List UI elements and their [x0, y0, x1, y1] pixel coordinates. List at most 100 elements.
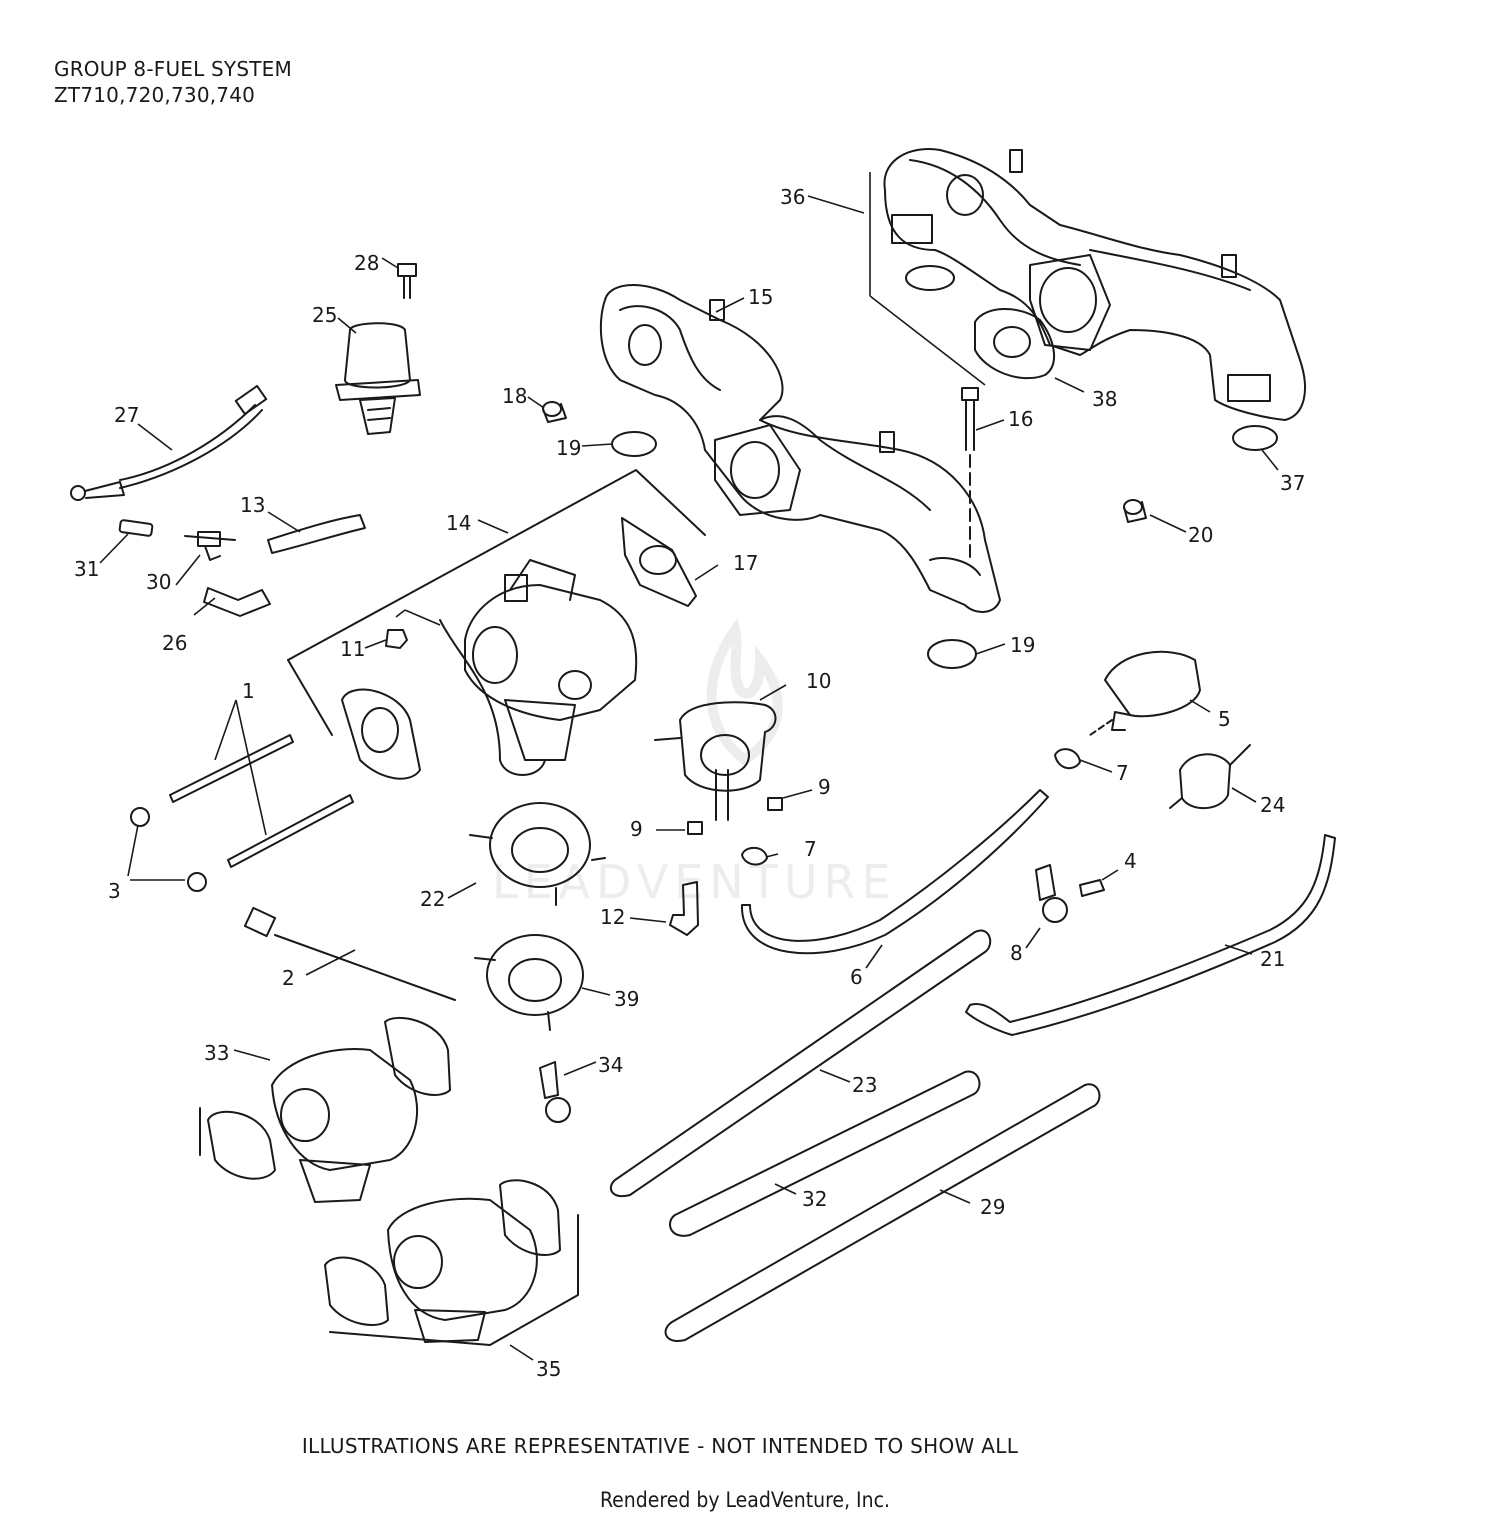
watermark: LEADVENTURE: [492, 855, 897, 909]
callout-37: 37: [1280, 471, 1305, 495]
seal-37: [1232, 425, 1278, 451]
intake-manifold-36: [883, 148, 1306, 421]
watermark-flame-icon: [706, 618, 783, 767]
sleeve-31: [118, 519, 154, 537]
studs-1: [169, 734, 354, 868]
gasket-33-right: [384, 1016, 451, 1096]
callout-19-upper: 19: [556, 436, 581, 460]
elbow-12: [669, 881, 699, 936]
callout-27: 27: [114, 403, 139, 427]
gasket-35-right: [499, 1179, 561, 1256]
credit-text: Rendered by LeadVenture, Inc.: [600, 1488, 890, 1512]
nut-3-upper: [130, 807, 150, 827]
clamp-7-lower: [741, 846, 768, 866]
callout-6: 6: [850, 965, 863, 989]
screw-9-right: [767, 797, 783, 811]
callout-35: 35: [536, 1357, 561, 1381]
bushing-20: [1123, 499, 1147, 523]
callout-24: 24: [1260, 793, 1285, 817]
clamp-7-upper: [1054, 748, 1081, 770]
callout-1: 1: [242, 679, 255, 703]
callout-21: 21: [1260, 947, 1285, 971]
callout-22: 22: [420, 887, 445, 911]
callout-8: 8: [1010, 941, 1023, 965]
callout-23: 23: [852, 1073, 877, 1097]
callout-5: 5: [1218, 707, 1231, 731]
screw-4: [1079, 879, 1105, 897]
callout-20: 20: [1188, 523, 1213, 547]
carburetor-33: [271, 1048, 418, 1203]
seal-19-upper: [611, 431, 657, 457]
callout-36: 36: [780, 185, 805, 209]
wire-harness-27: [70, 384, 268, 501]
tube-29: [664, 1083, 1101, 1342]
rod-2: [243, 906, 456, 1001]
callout-14: 14: [446, 511, 471, 535]
disclaimer-text: ILLUSTRATIONS ARE REPRESENTATIVE - NOT I…: [301, 1434, 1019, 1458]
callout-9-left: 9: [630, 817, 643, 841]
callout-13: 13: [240, 493, 265, 517]
hose-13: [267, 514, 366, 554]
callout-25: 25: [312, 303, 337, 327]
fuel-pump-10: [654, 701, 777, 821]
callout-30: 30: [146, 570, 171, 594]
clamp-8: [1035, 864, 1068, 923]
callout-2: 2: [282, 966, 295, 990]
fuel-pump-39: [474, 934, 584, 1031]
gasket-38: [974, 308, 1056, 380]
seal-19-lower: [927, 639, 977, 669]
screw-28: [397, 263, 417, 299]
callout-11: 11: [340, 637, 365, 661]
callout-26: 26: [162, 631, 187, 655]
nut-11: [385, 629, 408, 649]
callout-7-lower: 7: [804, 837, 817, 861]
callout-10: 10: [806, 669, 831, 693]
model-list: ZT710,720,730,740: [54, 83, 256, 107]
callout-32: 32: [802, 1187, 827, 1211]
callout-34: 34: [598, 1053, 623, 1077]
callout-38: 38: [1092, 387, 1117, 411]
callout-7-upper: 7: [1116, 761, 1129, 785]
tube-32: [669, 1070, 981, 1237]
callout-19-lower: 19: [1010, 633, 1035, 657]
fuel-pump-22: [469, 802, 606, 906]
callout-12: 12: [600, 905, 625, 929]
fuel-hose-6: [740, 789, 1049, 955]
connector-30: [184, 531, 236, 561]
kit-outline-14: [287, 469, 706, 661]
elbow-26: [203, 587, 271, 617]
fuel-filter-5: [1089, 650, 1201, 736]
tube-23: [610, 929, 992, 1198]
clamp-34: [539, 1061, 571, 1123]
inline-filter-24: [1169, 744, 1251, 810]
bushing-18: [542, 401, 567, 423]
carburetor-35: [387, 1197, 538, 1343]
callout-17: 17: [733, 551, 758, 575]
callout-33: 33: [204, 1041, 229, 1065]
seal-36-left: [905, 265, 955, 291]
intake-manifold-15: [599, 284, 1001, 613]
kit-outline-35: [329, 1214, 579, 1346]
leader-lines: [99, 172, 1279, 1361]
callout-4: 4: [1124, 849, 1137, 873]
callout-28: 28: [354, 251, 379, 275]
fuel-solenoid-25: [335, 322, 421, 435]
diagram-title: GROUP 8-FUEL SYSTEM: [54, 57, 292, 81]
gasket-main-carb: [341, 688, 421, 780]
callout-15: 15: [748, 285, 773, 309]
callout-9-right: 9: [818, 775, 831, 799]
callouts: 1 2 3 4 5 6 7 7 8 9 9 10 11 12 13 14 15 …: [74, 185, 1305, 1381]
nut-3-lower: [187, 872, 207, 892]
callout-31: 31: [74, 557, 99, 581]
bolt-16: [961, 387, 979, 561]
gasket-17: [621, 517, 697, 607]
gasket-33-left: [207, 1110, 276, 1180]
callout-29: 29: [980, 1195, 1005, 1219]
carburetor-main: [439, 559, 638, 776]
callout-18: 18: [502, 384, 527, 408]
fuel-line-21: [965, 834, 1336, 1036]
callout-3: 3: [108, 879, 121, 903]
callout-16: 16: [1008, 407, 1033, 431]
gasket-35-left: [324, 1256, 389, 1326]
